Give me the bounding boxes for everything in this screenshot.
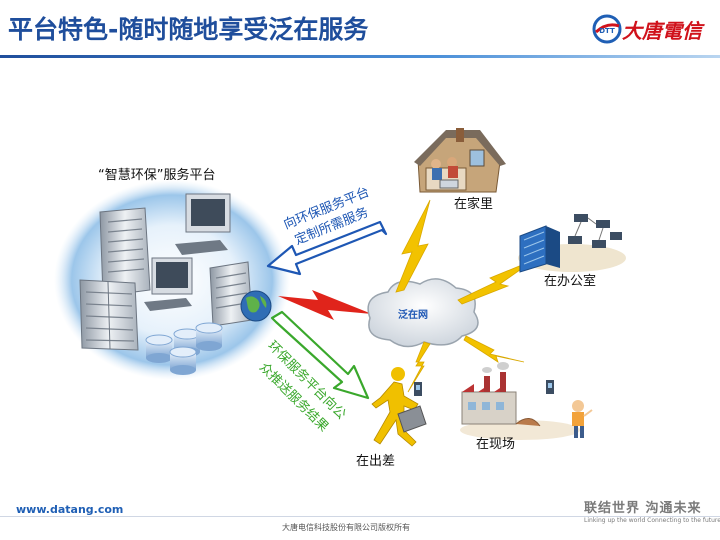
- logo-badge: DTT: [599, 27, 615, 35]
- monitor-icon: [144, 257, 193, 311]
- field-inspector-icon: [572, 400, 593, 438]
- location-travel-label: 在出差: [356, 454, 396, 469]
- ubiquitous-network-cloud: 泛在网: [367, 278, 479, 348]
- cloud-label: 泛在网: [398, 308, 428, 321]
- monitor-icon: [175, 193, 231, 255]
- request-arrow: 向环保服务平台 定制所需服务: [266, 184, 388, 276]
- platform-label: “智慧环保”服务平台: [98, 168, 216, 183]
- storage-disks-icon: [145, 322, 223, 375]
- yellow-lightning-icon: [395, 199, 431, 293]
- footer-slogan-main: 联结世界 沟通未来: [584, 501, 702, 516]
- footer-slogan: 联结世界 沟通未来 Linking up the world Connectin…: [584, 497, 720, 524]
- location-home-label: 在家里: [454, 197, 494, 212]
- yellow-lightning-icon: [457, 259, 535, 305]
- footer-divider: [0, 516, 720, 517]
- office-phones-icon: [568, 214, 622, 248]
- globe-logo-icon: DTT: [592, 14, 622, 44]
- globe-icon: [240, 290, 272, 322]
- platform-servers: [54, 180, 290, 380]
- footer-website-link[interactable]: www.datang.com: [16, 503, 124, 516]
- yellow-lightning-icon: [407, 341, 431, 393]
- location-office-label: 在办公室: [544, 274, 597, 289]
- server-rack-icon: [79, 279, 139, 351]
- home-scene-icon: [414, 128, 506, 193]
- business-traveler-icon: [371, 367, 427, 447]
- server-tower-icon: [99, 207, 151, 297]
- footer-copyright: 大唐电信科技股份有限公司版权所有: [282, 523, 410, 532]
- slide-header: 平台特色-随时随地享受泛在服务 DTT 大唐電信: [0, 0, 720, 58]
- location-site-label: 在现场: [476, 437, 516, 452]
- logo-text: 大唐電信: [622, 19, 702, 43]
- slide-title: 平台特色-随时随地享受泛在服务: [8, 15, 369, 44]
- office-scene-icon: [518, 214, 626, 273]
- factory-icon: [461, 362, 541, 427]
- field-site-icon: [460, 362, 593, 440]
- header-divider: [0, 55, 720, 58]
- red-lightning-icon: [278, 290, 372, 320]
- company-logo: DTT 大唐電信: [592, 14, 702, 46]
- footer-slogan-sub: Linking up the world Connecting to the f…: [584, 517, 720, 524]
- yellow-lightning-icon: [463, 335, 525, 363]
